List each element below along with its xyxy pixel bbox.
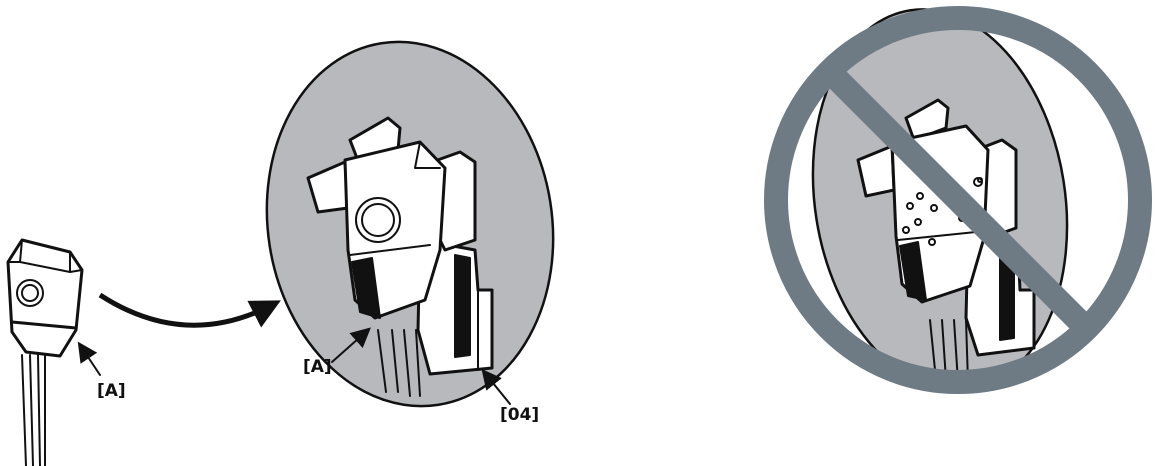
mounted-sensor-callout-arrow <box>331 327 371 363</box>
mounted-sensor-correct <box>306 116 494 397</box>
curved-arrow-icon <box>98 292 281 328</box>
no-symbol-icon <box>764 6 1152 394</box>
loose-sensor <box>6 238 84 466</box>
sensor-callout: [A] <box>97 381 126 401</box>
mounted-sensor-callout: [A] <box>303 357 332 377</box>
bracket-callout: [04] <box>500 405 539 425</box>
bracket-callout-arrow <box>481 368 511 405</box>
sensor-callout-arrow <box>77 341 101 376</box>
